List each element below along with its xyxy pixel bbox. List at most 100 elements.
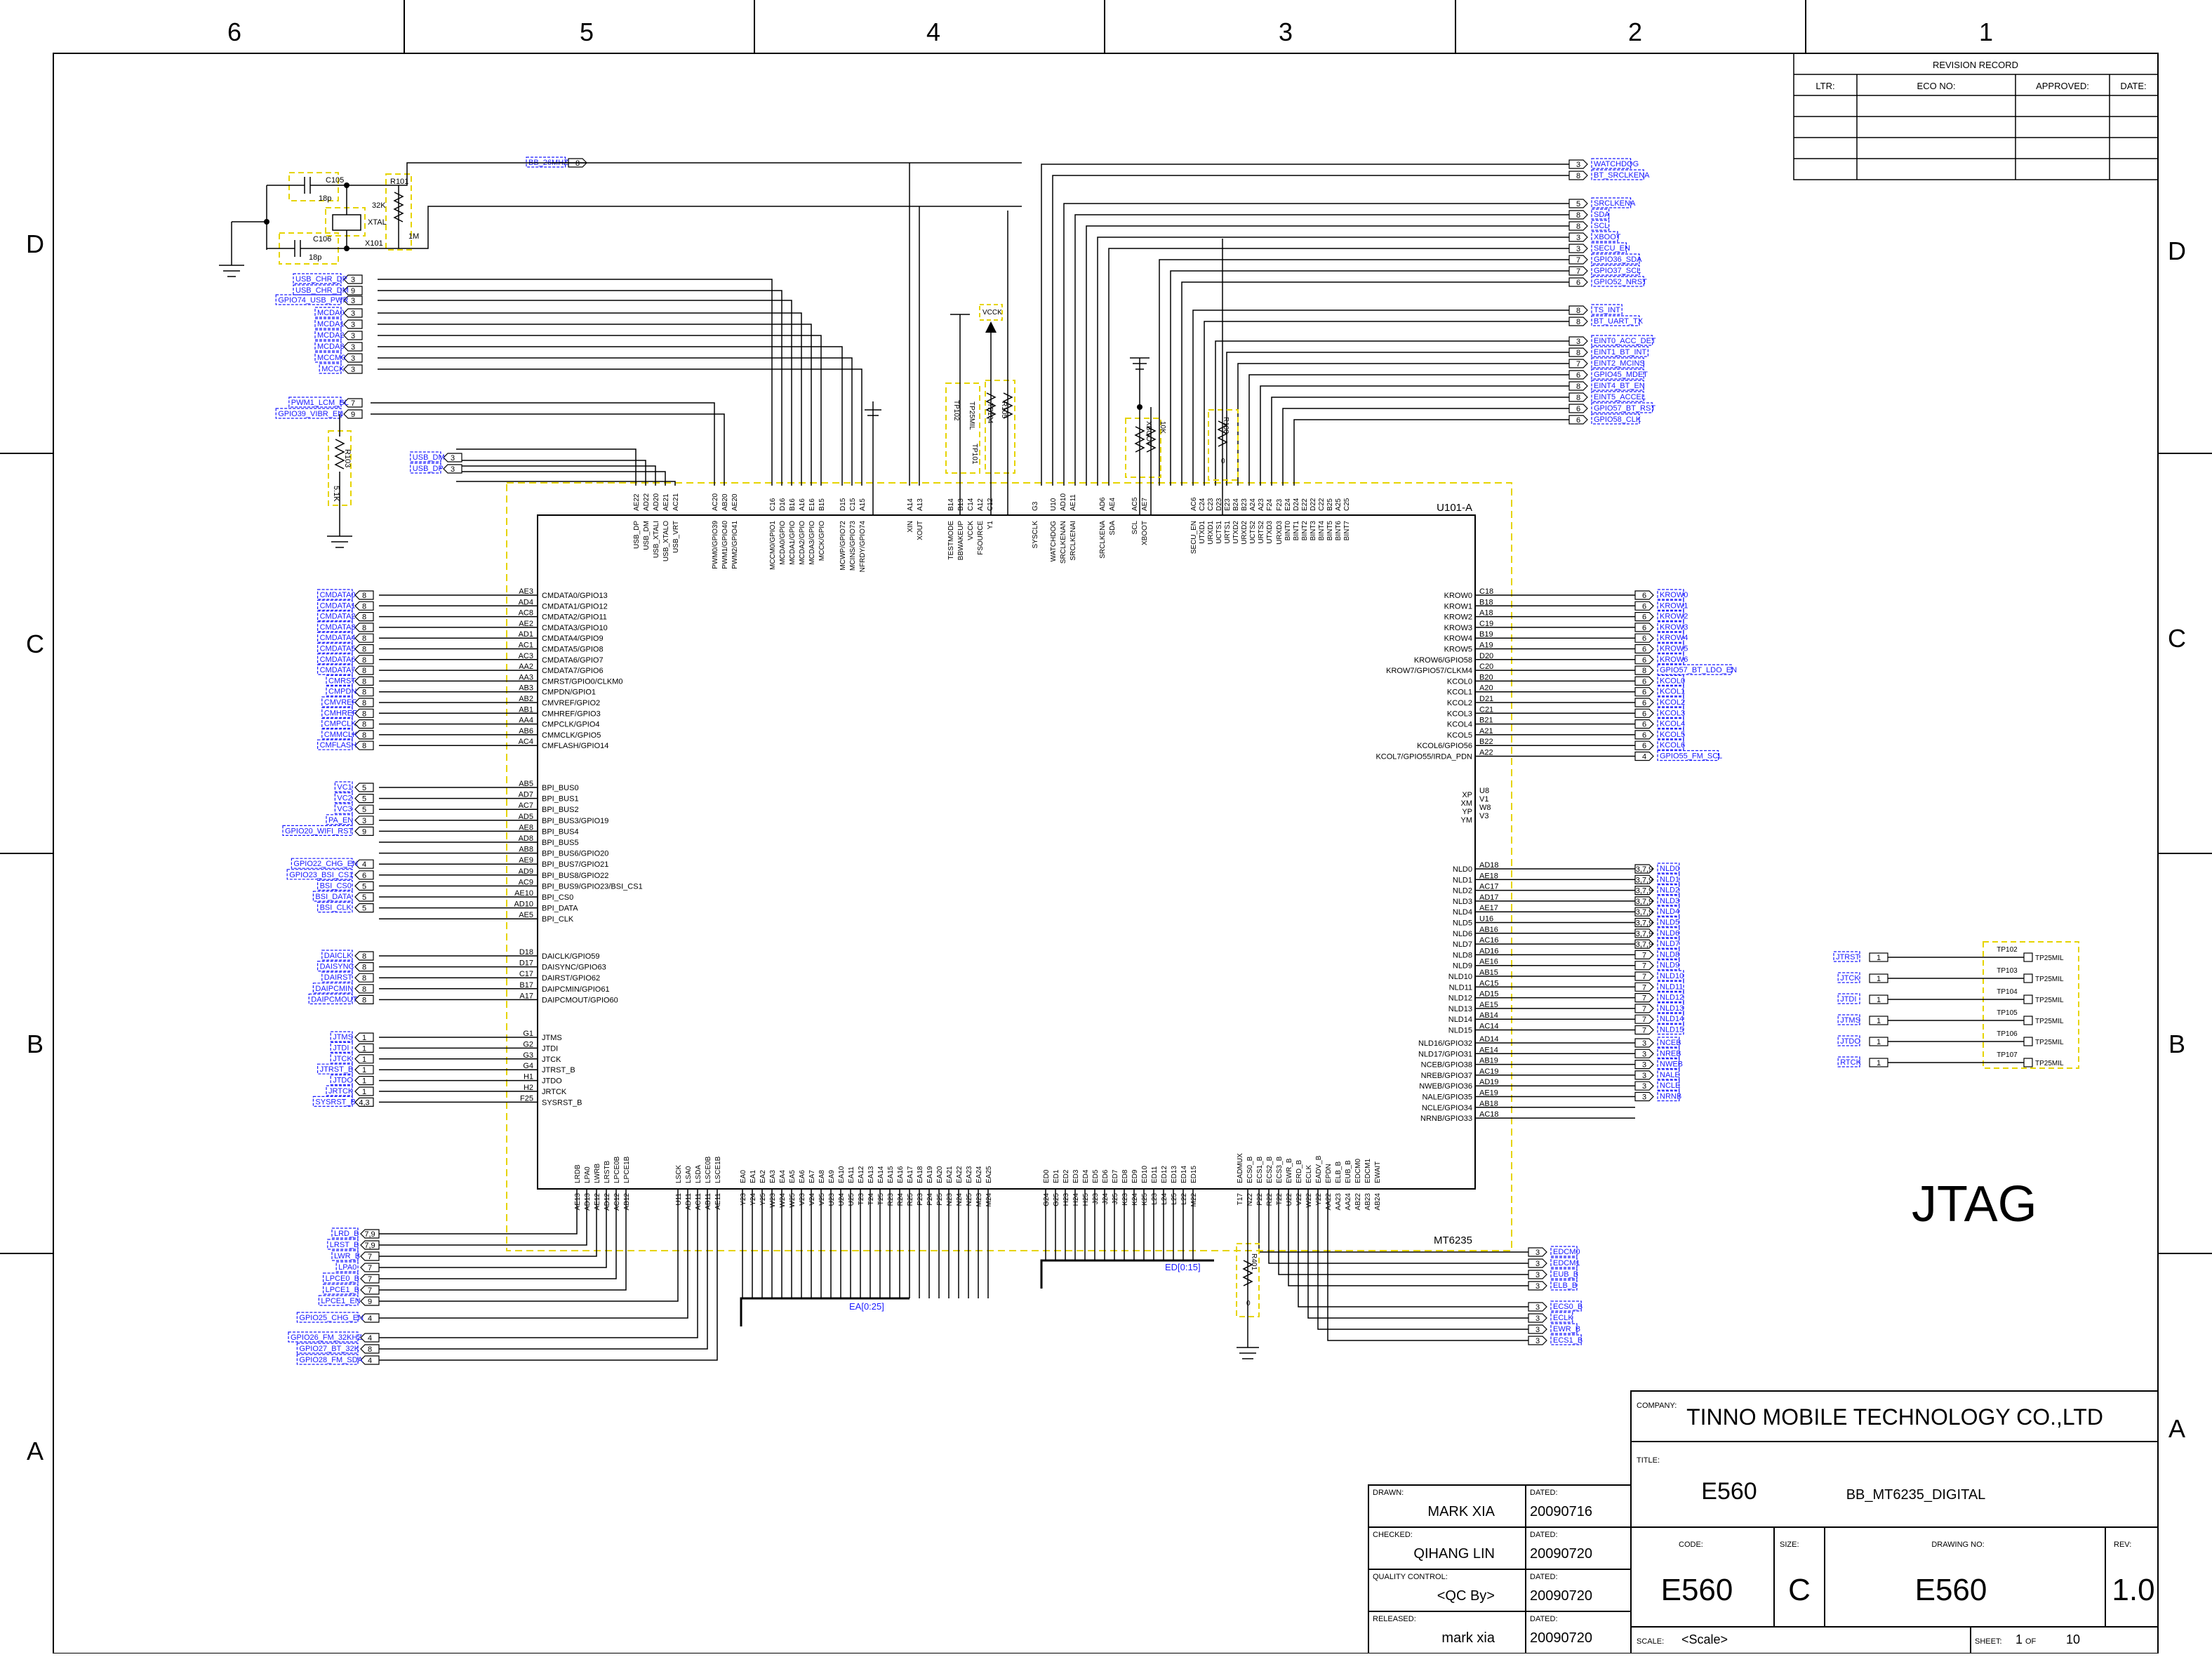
company-label: COMPANY:	[1637, 1402, 1677, 1410]
connector-arrow	[360, 1263, 380, 1272]
pin-name: EA4	[779, 1170, 787, 1183]
off-page-connector: 7	[1568, 255, 1588, 265]
pin-name: EA1	[749, 1170, 757, 1183]
wire	[1288, 1189, 1528, 1286]
pin-name: KROW2	[1444, 613, 1472, 622]
net-label: LPA0	[335, 1261, 359, 1272]
off-page-connector: 7	[1634, 971, 1654, 981]
connector-arrow	[443, 464, 462, 474]
net-name: ECS1_B	[1553, 1336, 1583, 1345]
sheet-ref: 4,3	[359, 1098, 369, 1107]
net-label-box	[312, 891, 353, 902]
pin-number: C22	[1318, 498, 1326, 511]
net-name: NLD2	[1660, 886, 1679, 895]
pin-name: EA23	[966, 1166, 973, 1183]
net-label: XBOOT	[1591, 231, 1621, 242]
net-name: GPIO74_USB_PWR	[278, 296, 348, 305]
net-label-box	[282, 825, 353, 837]
connector-arrow	[1568, 255, 1588, 265]
connector-arrow	[1634, 655, 1654, 665]
net-label-box	[1591, 242, 1627, 253]
net-name: XBOOT	[1594, 233, 1621, 241]
net-name: KCOL5	[1660, 731, 1685, 739]
signoff-date-label: DATED:	[1530, 1615, 1558, 1623]
pin-name: MCCM0/GPIO1	[769, 521, 777, 570]
net-name: CMRST	[328, 677, 356, 685]
drawing-no-value: E560	[1915, 1573, 1987, 1607]
net-label: BB_26MHZ	[526, 157, 568, 168]
net-name: GPIO20_WIFI_RST	[285, 827, 353, 835]
size-label: SIZE:	[1780, 1540, 1799, 1549]
net-label-box	[1657, 970, 1684, 981]
net-name: GPIO27_BT_32K	[299, 1345, 359, 1353]
connector-arrow	[1634, 971, 1654, 981]
sheet-ref: 3,7,9	[1636, 940, 1653, 949]
pin-number: AD14	[1479, 1035, 1499, 1044]
connector-arrow	[1568, 404, 1588, 413]
pin-number: R22	[1266, 1193, 1274, 1206]
pin-number: R23	[887, 1193, 895, 1206]
pin-number: AE3	[519, 587, 533, 596]
net-label: DAIPCMIN	[312, 983, 353, 994]
pin-name: UTXD1	[1199, 521, 1206, 544]
pin-name: EPDN	[1325, 1164, 1333, 1183]
pin-number: AE11	[1070, 494, 1077, 511]
sheet-ref: 3	[1535, 1326, 1540, 1334]
signoff-date: 20090716	[1530, 1504, 1592, 1519]
middle-parts: TP102 TP101 VCCK R105 XBOOT R108 0 TP25M…	[865, 211, 1260, 1359]
signoff-name: QIHANG LIN	[1413, 1546, 1495, 1562]
pin-name: KROW6/GPIO58	[1414, 656, 1472, 665]
net-label: DAICLK	[321, 950, 353, 961]
pin-name: URTS1	[1224, 521, 1232, 544]
pin-number: AC20	[712, 493, 719, 511]
net-name: EINT2_MCINS	[1594, 359, 1645, 368]
pin-name: CMDATA1/GPIO12	[542, 602, 608, 611]
pin-number: H2	[524, 1084, 533, 1092]
net-name: KCOL1	[1660, 688, 1685, 696]
resistor-value: 0	[1221, 458, 1225, 465]
pin-number: T23	[858, 1193, 865, 1206]
off-page-connector: 6	[1568, 404, 1588, 413]
wire	[365, 1189, 688, 1319]
sheet-ref: 7	[368, 1275, 372, 1284]
size-value: C	[1788, 1573, 1811, 1607]
net-name: USB_DP	[413, 465, 444, 473]
net-label-box	[317, 901, 353, 913]
net-label-box	[1657, 938, 1680, 949]
pin-number: A12	[977, 498, 985, 511]
net-name: NLD13	[1660, 1004, 1684, 1013]
connector-arrow	[354, 1075, 374, 1086]
pin-number: AC18	[1479, 1110, 1499, 1119]
net-label: ECS1_B	[1550, 1334, 1583, 1345]
pin-number: V23	[799, 1193, 806, 1206]
pin-name: EA6	[799, 1170, 806, 1183]
pin-number: AC4	[519, 738, 533, 746]
net-name: NLD0	[1660, 865, 1679, 873]
pin-name: DAIRST/GPIO62	[542, 974, 600, 983]
pin-name: URXD2	[1241, 521, 1248, 545]
pin-number: AC5	[1131, 497, 1139, 511]
connector-arrow	[1634, 1059, 1654, 1070]
company-name: TINNO MOBILE TECHNOLOGY CO.,LTD	[1686, 1404, 2103, 1430]
sheet-ref: 8	[362, 710, 366, 718]
connector-arrow	[1568, 277, 1588, 287]
net-label-box	[1591, 380, 1644, 391]
sheet-ref: 3	[1535, 1337, 1540, 1345]
sheet-ref: 8	[362, 667, 366, 675]
off-page-connector: 3	[1634, 1059, 1654, 1070]
pin-number: C25	[1343, 498, 1351, 511]
pin-number: AC1	[519, 641, 533, 650]
net-label-box	[314, 329, 342, 340]
pin-name: PWM0/GPIO39	[712, 521, 719, 569]
pin-number: B14	[947, 498, 955, 511]
pin-number: L23	[1151, 1193, 1159, 1205]
pin-number: AA22	[1325, 1193, 1333, 1211]
pin-number: AE13	[574, 1193, 582, 1211]
pin-number: AC12	[613, 1193, 621, 1211]
pin-name: MCINS/GPIO73	[849, 521, 857, 571]
net-name: BT_SRCLKENA	[1594, 171, 1650, 180]
pin-number: D21	[1479, 695, 1493, 703]
net-name: JTCK	[1840, 974, 1860, 983]
net-name: CMHREF	[324, 709, 357, 717]
net-label-box	[317, 960, 353, 972]
